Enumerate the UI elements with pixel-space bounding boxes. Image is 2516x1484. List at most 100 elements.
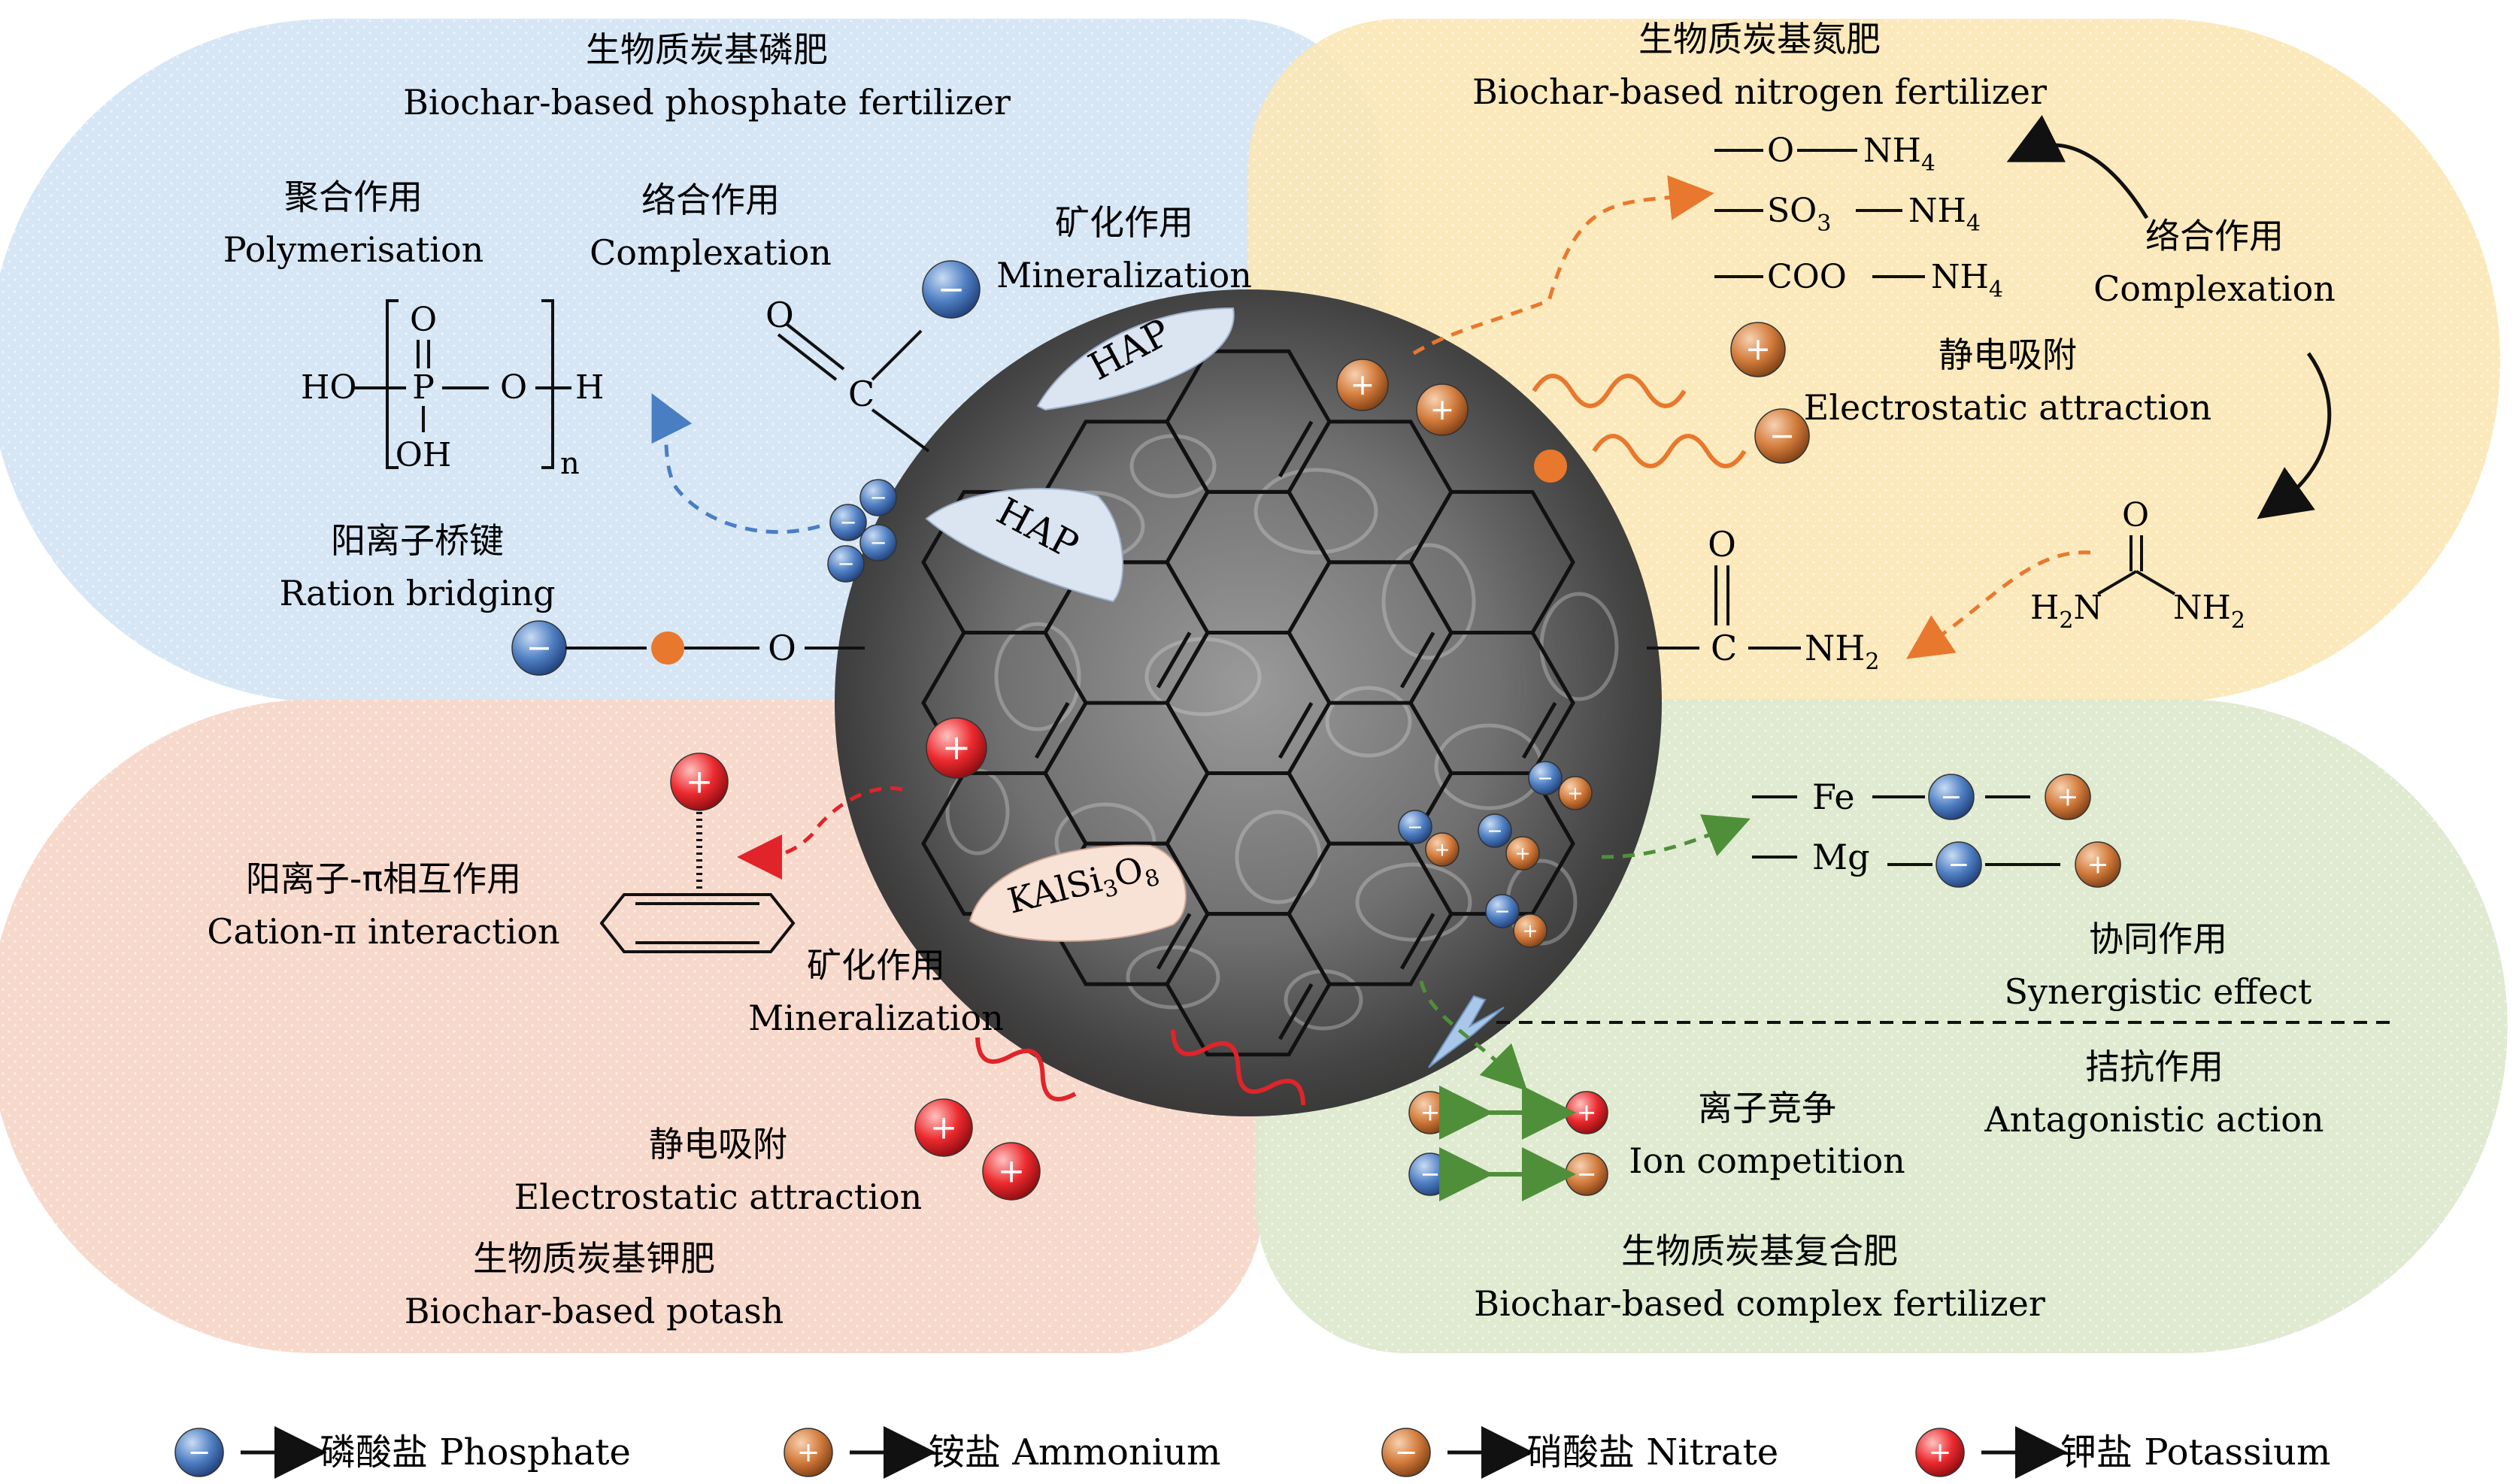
ammonium-complexes: O NH4 SO3 NH4 COO NH4: [1714, 132, 2003, 303]
legend-ion-1-circle: [784, 1428, 833, 1477]
chem-n-subscript: n: [560, 447, 580, 481]
carbonyl-ligand: O C: [765, 295, 930, 453]
so3-text: SO: [1767, 192, 1817, 230]
legend-ion-1: +: [784, 1428, 833, 1477]
carbonyl-c: C: [848, 374, 875, 414]
nh4-1-sub: 4: [1921, 150, 1936, 177]
ammonium-ion-circle: [1425, 832, 1460, 867]
legend-ion-3-sign: +: [1929, 1436, 1952, 1468]
phosphate-ion: −: [922, 260, 981, 319]
legend-label: 铵盐 Ammonium: [929, 1431, 1221, 1473]
legend-ion-3: +: [1915, 1428, 1965, 1477]
phosphate-ion: −: [1485, 894, 1520, 928]
lightning-icon: [1428, 995, 1505, 1068]
phosphate-ion: −: [829, 504, 867, 541]
phosphate-ion: −: [1928, 774, 1975, 820]
chem-o: O: [500, 368, 527, 407]
ammonium-ion-sign: +: [1430, 393, 1455, 427]
phosphate-ion-sign: −: [869, 485, 887, 510]
wavy-line-n2: [1592, 434, 1747, 468]
svg-text:H2N: H2N: [2030, 589, 2102, 634]
urea-nh-right: NH: [2173, 589, 2231, 627]
nh4-o-o: O: [1767, 132, 1794, 170]
complexation-zh-right: 络合作用: [2145, 216, 2284, 256]
potassium-ion-circle: [914, 1098, 973, 1157]
synergistic-zh: 协同作用: [2089, 919, 2227, 959]
phosphate-ion-sign: −: [1407, 816, 1423, 837]
nh4-3-nh: NH: [1931, 258, 1989, 296]
potassium-ion: +: [982, 1142, 1041, 1201]
potash-title-en: Biochar-based potash: [405, 1291, 784, 1331]
carbonyl-o: O: [765, 295, 794, 335]
nitrate-ion: −: [1754, 408, 1810, 464]
chem-ho: HO: [301, 368, 356, 407]
ammonium-ion-circle: [2045, 774, 2091, 820]
nitrate-ion-circle: [1754, 408, 1810, 464]
legend-ion-0-circle: [174, 1428, 224, 1477]
nh4-3-sub: 4: [1989, 277, 2003, 303]
fe-mg-chain: Fe Mg: [1752, 777, 2060, 877]
potassium-ion-sign: +: [686, 762, 714, 801]
nitrogen-title-en: Biochar-based nitrogen fertilizer: [1472, 71, 2047, 112]
phosphate-title-zh: 生物质炭基磷肥: [586, 29, 828, 70]
complexation-arrow-bottom: [2257, 352, 2332, 519]
bridging-en: Ration bridging: [279, 573, 555, 613]
ammonium-ion-circle: [1336, 359, 1389, 411]
potassium-ion-circle: [670, 753, 729, 811]
phosphate-ion: −: [1936, 841, 1982, 888]
ammonium-ion: +: [2075, 841, 2121, 888]
polyphosphate-structure: HO P O H O OH n: [301, 299, 604, 481]
phosphate-ion-circle: [922, 260, 981, 319]
ammonium-ion-circle: [1730, 322, 1786, 377]
ammonium-ion-sign: +: [1567, 782, 1583, 804]
svg-text:SO3: SO3: [1767, 192, 1831, 237]
urea-molecule: O H2N NH2: [2030, 496, 2245, 634]
so3-sub: 3: [1817, 210, 1831, 237]
phosphate-ion-sign: −: [1420, 1160, 1441, 1189]
nitrate-ion: −: [1565, 1152, 1608, 1196]
honeycomb-double-bond: [1278, 701, 1314, 759]
phosphate-ion: −: [1478, 813, 1512, 848]
phosphate-ion: −: [511, 620, 567, 676]
ions-layer: −−−−−−+++−++++−+−+−+−+−+−+++−−: [511, 260, 2121, 1201]
mineralization-en-bottom: Mineralization: [748, 998, 1004, 1038]
urea-h-left: H: [2030, 589, 2059, 627]
complex-title-en: Biochar-based complex fertilizer: [1474, 1283, 2045, 1324]
phosphate-ion-circle: [827, 545, 865, 583]
phosphate-ion-circle: [1528, 761, 1563, 795]
phosphate-ion-sign: −: [869, 530, 887, 555]
bridging-chain: O: [565, 628, 865, 668]
nitrogen-title-zh: 生物质炭基氮肥: [1638, 19, 1881, 59]
honeycomb-double-bond: [1278, 420, 1314, 478]
phosphate-ion-circle: [859, 479, 897, 516]
complexation-en-left: Complexation: [590, 232, 832, 273]
cation-pi-zh: 阳离子-π相互作用: [246, 859, 521, 899]
phosphate-ion-sign: −: [1941, 782, 1963, 812]
phosphate-ion-sign: −: [526, 630, 553, 666]
fe-text: Fe: [1812, 777, 1855, 817]
phosphate-ion-sign: −: [938, 270, 965, 308]
honeycomb-double-bond: [1521, 701, 1557, 759]
ammonium-ion-sign: +: [1745, 332, 1772, 368]
potassium-ion-sign: +: [998, 1152, 1026, 1190]
amide-c: C: [1711, 628, 1737, 668]
legend-label: 钾盐 Potassium: [2060, 1431, 2330, 1473]
potassium-ion-sign: +: [1577, 1098, 1597, 1127]
complexation-zh-left: 络合作用: [641, 180, 780, 220]
competition-en: Ion competition: [1629, 1140, 1905, 1181]
ammonium-ion: +: [1336, 359, 1389, 411]
complexation-en-right: Complexation: [2093, 268, 2336, 309]
legend-ion-1-sign: +: [797, 1436, 820, 1468]
phosphate-ion-circle: [829, 504, 867, 541]
electrostatic-zh-bottom: 静电吸附: [649, 1124, 787, 1164]
legend-ion-0-sign: −: [188, 1436, 211, 1468]
svg-text:NH4: NH4: [1863, 132, 1936, 177]
chem-h: H: [575, 368, 604, 407]
arrow-to-synergy: [1601, 814, 1751, 859]
ammonium-ion: +: [1558, 776, 1593, 810]
ammonium-ion-circle: [1558, 776, 1593, 810]
ammonium-ion-sign: +: [1420, 1098, 1441, 1127]
phosphate-ion-circle: [1928, 774, 1975, 820]
honeycomb-double-bond: [1399, 631, 1435, 689]
